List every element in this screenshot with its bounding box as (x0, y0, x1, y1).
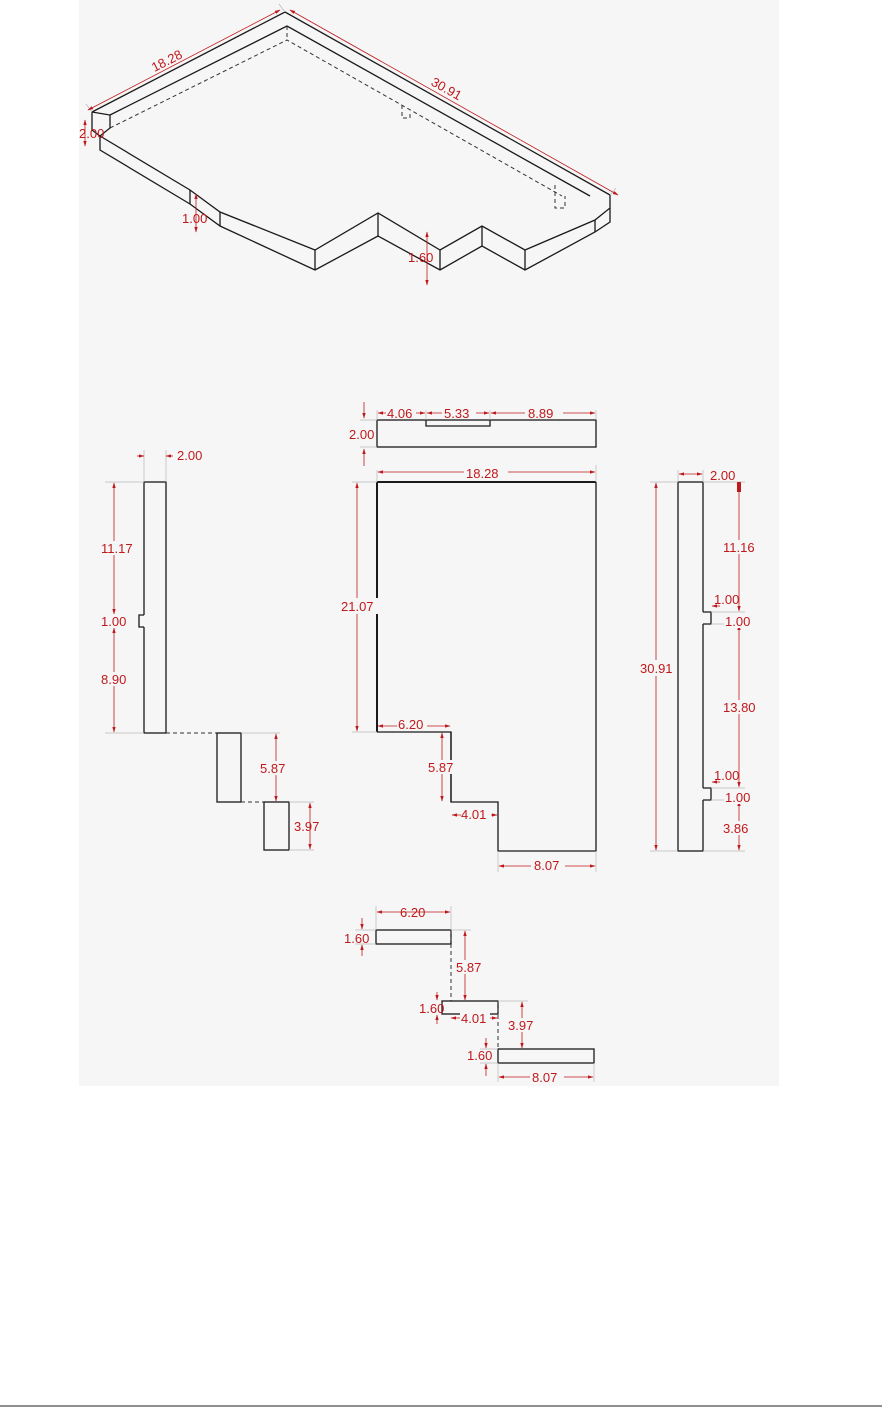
plan-bottom-width-label: 8.07 (534, 858, 559, 873)
right-notch2-height-label: 1.00 (725, 790, 750, 805)
right-lower-label: 3.86 (723, 821, 748, 836)
plan-width-label: 18.28 (466, 466, 499, 481)
strip-middle-label: 5.33 (444, 406, 469, 421)
right-thickness-label: 2.00 (710, 468, 735, 483)
right-total-label: 30.91 (640, 661, 673, 676)
left-block1-label: 5.87 (260, 761, 285, 776)
bottom-step1-width-label: 6.20 (400, 905, 425, 920)
right-notch1-depth-label: 1.00 (714, 592, 739, 607)
bottom-step2-thickness-label: 1.60 (419, 1001, 444, 1016)
left-upper-label: 11.17 (101, 541, 133, 556)
strip-right-label: 8.89 (528, 406, 553, 421)
right-notch2-depth-label: 1.00 (714, 768, 739, 783)
right-upper-label: 11.16 (723, 540, 755, 555)
iso-height-label: 2.00 (79, 126, 104, 141)
bottom-step2-width-label: 4.01 (461, 1011, 486, 1026)
left-block2-label: 3.97 (294, 819, 319, 834)
plan-step2-width-label: 4.01 (461, 807, 486, 822)
plan-step1-width-label: 6.20 (398, 717, 423, 732)
drawing-background (79, 0, 779, 1086)
iso-step-b-label: 1.60 (408, 250, 433, 265)
right-notch1-height-label: 1.00 (725, 614, 750, 629)
plan-height-label: 21.07 (341, 599, 374, 614)
left-thickness-label: 2.00 (177, 448, 202, 463)
iso-step-a-label: 1.00 (182, 211, 207, 226)
bottom-drop1-label: 5.87 (456, 960, 481, 975)
bottom-step1-thickness-label: 1.60 (344, 931, 369, 946)
strip-left-label: 4.06 (387, 406, 412, 421)
strip-height-label: 2.00 (349, 427, 374, 442)
plan-step1-drop-label: 5.87 (428, 760, 453, 775)
left-notch-label: 1.00 (101, 614, 126, 629)
bottom-step3-thickness-label: 1.60 (467, 1048, 492, 1063)
right-middle-label: 13.80 (723, 700, 756, 715)
bottom-drop2-label: 3.97 (508, 1018, 533, 1033)
left-lower-label: 8.90 (101, 672, 126, 687)
bottom-step3-width-label: 8.07 (532, 1070, 557, 1085)
